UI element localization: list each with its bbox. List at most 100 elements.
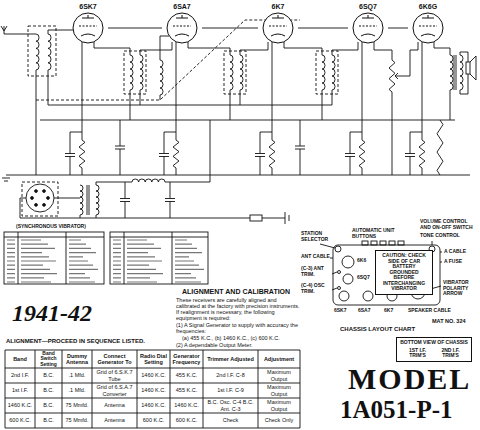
coil-symbol	[230, 55, 233, 90]
table-cell: Grid of 6.S.K.7 Tube	[93, 369, 136, 381]
table-rule	[170, 350, 171, 428]
battery-symbol	[262, 212, 289, 224]
table-cell: 1460 K.C.	[138, 402, 169, 408]
fine-print	[113, 256, 189, 257]
label-text: 1941-42	[12, 300, 92, 326]
transformer-shield	[124, 51, 146, 94]
fine-print	[113, 273, 191, 274]
resistor-symbol	[437, 120, 443, 175]
table-cell: B.C.	[36, 372, 61, 378]
signal-wire	[108, 28, 162, 29]
table-cell: 1460 K.C.	[138, 387, 169, 393]
table-rule	[5, 383, 300, 384]
table-rule	[62, 350, 63, 428]
label-text: ANT CABLE	[301, 254, 331, 260]
fine-print	[7, 269, 98, 270]
table-rule	[5, 428, 300, 429]
tube-socket	[363, 291, 373, 301]
table-cell: Check Only	[259, 417, 299, 423]
table-cell: 2nd I.F. C-8	[204, 372, 257, 378]
knob	[335, 246, 341, 252]
tube-symbol: 6SK7	[68, 2, 108, 44]
wire	[36, 70, 37, 175]
coil-symbol	[332, 55, 335, 90]
wire	[48, 30, 74, 34]
trimmer	[338, 287, 341, 290]
wire	[94, 42, 172, 120]
tube-type: 6K7	[258, 2, 298, 12]
tube-grid	[269, 26, 287, 27]
resistor-symbol	[269, 140, 275, 168]
tube-envelope	[167, 13, 197, 43]
table-rule	[203, 350, 204, 428]
push-button	[362, 241, 368, 245]
tube-type: 6K6G	[408, 2, 448, 12]
speaker-cone	[470, 56, 476, 80]
tube-outline	[408, 12, 448, 44]
vibrator-pin	[35, 190, 38, 193]
label-text: (C-3) ANT TRIM.	[301, 266, 331, 277]
table-cell: 600 K.C.	[171, 417, 202, 423]
table-cell: Grid of 6.S.A.7 Converter	[93, 384, 136, 396]
table-rule	[5, 398, 300, 399]
table-cell: B.C.	[36, 417, 61, 423]
fine-print	[7, 252, 96, 253]
label-text: STATION SELECTOR	[301, 231, 335, 242]
tube-cathode	[361, 34, 375, 36]
coil-symbol	[48, 34, 51, 70]
signal-wire	[298, 28, 348, 29]
b-plus-bus	[40, 120, 455, 121]
table-cell: 1460 K.C.	[171, 402, 202, 408]
table-cell: 75 Mmfd.	[63, 417, 91, 423]
transformer-shield	[316, 51, 338, 94]
tube-outline	[258, 12, 298, 44]
wire	[160, 95, 161, 100]
wire	[284, 42, 358, 120]
fuse-symbol	[250, 215, 262, 221]
fine-print	[7, 277, 90, 278]
label-text: 6SK7	[334, 308, 347, 314]
tube-grid	[173, 26, 191, 27]
fine-print	[7, 244, 86, 245]
coil-symbol	[460, 55, 463, 90]
resistor-symbol	[173, 140, 179, 168]
label-text: A FUSE	[444, 259, 462, 265]
table-cell: .1 Mfd.	[63, 387, 91, 393]
fine-print	[7, 260, 88, 261]
wire	[1, 26, 36, 34]
fine-print	[7, 273, 85, 274]
wire	[405, 42, 418, 76]
table-cell: 455 K.C.	[171, 387, 202, 393]
table-cell: 455 K.C.	[171, 372, 202, 378]
label-text: MODEL	[348, 362, 471, 395]
push-button	[389, 241, 395, 245]
fine-print	[7, 256, 83, 257]
label-text: 1A051-P-1	[340, 396, 452, 424]
table-cell: Generator Frequency	[171, 353, 202, 365]
tube-socket	[342, 256, 354, 268]
table-cell: 75 Mmfd.	[63, 402, 91, 408]
fine-print	[7, 239, 81, 240]
label-text: SPEAKER CABLE	[408, 308, 451, 314]
tube-cathode	[81, 34, 95, 36]
table-cell: 1st I.F. C-9	[204, 387, 257, 393]
table-cell: B.C.	[36, 387, 61, 393]
tube-plate	[82, 15, 94, 18]
table-cell: Maximum Output	[259, 384, 299, 396]
fine-print	[113, 265, 199, 266]
vibrator-pin	[31, 197, 34, 200]
table-rule	[5, 368, 300, 369]
label-text: ALIGNMENT AND CALIBRATION	[182, 288, 290, 296]
wire	[374, 42, 392, 60]
fine-print	[113, 248, 197, 249]
tube-symbol: 6K6G	[408, 2, 448, 44]
label-text: These receivers are carefully aligned an…	[176, 297, 300, 321]
label-text: 6K6	[357, 258, 366, 264]
table-cell: Connect Generator To	[93, 353, 136, 365]
table-rule	[92, 350, 93, 428]
wire	[160, 36, 169, 60]
label-text: 6K7	[384, 308, 393, 314]
tube-plate	[422, 15, 434, 18]
table-cell: 1460 K.C.	[6, 402, 34, 408]
